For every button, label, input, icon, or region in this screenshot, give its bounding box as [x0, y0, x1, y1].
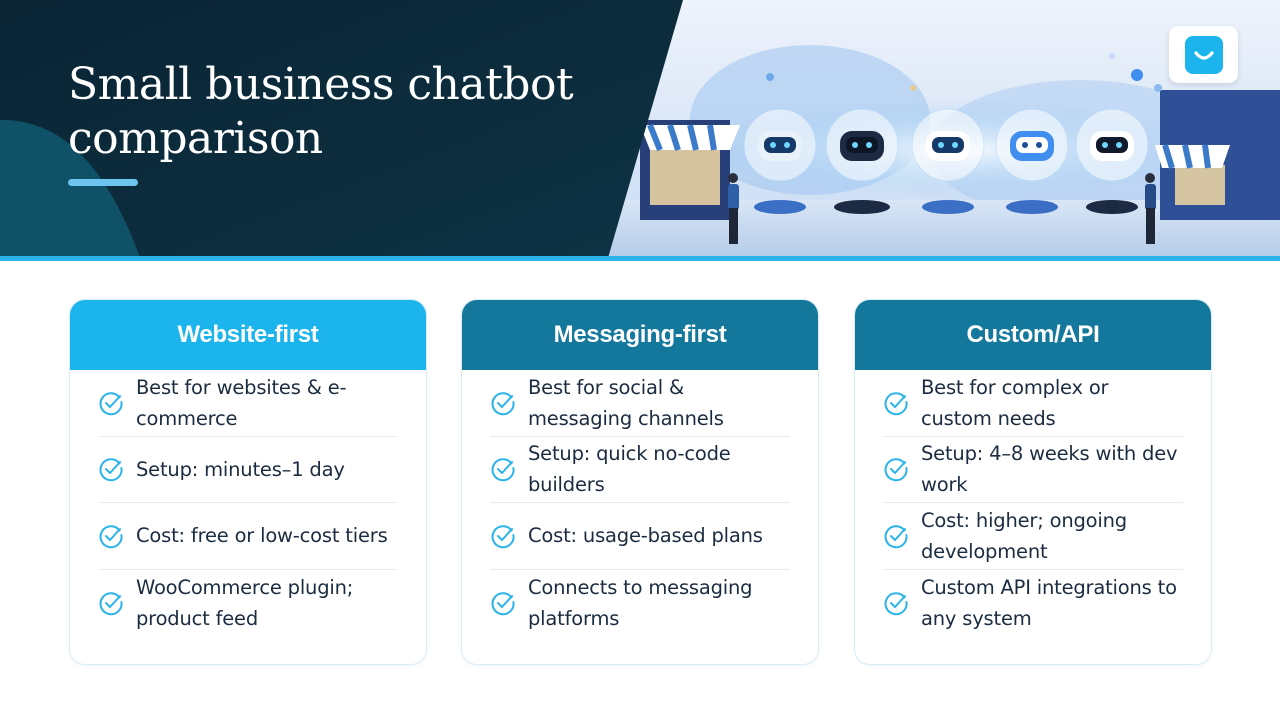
- card-list: Best for websites & e-commerce Setup: mi…: [70, 370, 426, 636]
- item-text: Best for social & messaging channels: [528, 375, 724, 430]
- list-item: Cost: free or low-cost tiers: [98, 503, 398, 570]
- list-item: Custom API integrations to any system: [883, 570, 1183, 637]
- list-item: Setup: minutes–1 day: [98, 437, 398, 503]
- page-title: Small business chatbot comparison: [68, 59, 574, 164]
- card-messaging-first: Messaging-first Best for social & messag…: [461, 299, 819, 665]
- item-text: Setup: 4–8 weeks with dev work: [921, 442, 1178, 497]
- title-panel: [0, 0, 683, 258]
- list-item: Cost: usage-based plans: [490, 503, 790, 570]
- item-text: Cost: free or low-cost tiers: [136, 524, 388, 548]
- list-item: Cost: higher; ongoing development: [883, 503, 1183, 570]
- list-item: Best for websites & e-commerce: [98, 370, 398, 437]
- item-text: Best for complex or custom needs: [921, 375, 1109, 430]
- list-item: Setup: 4–8 weeks with dev work: [883, 437, 1183, 503]
- card-title: Website-first: [70, 300, 426, 370]
- check-circle-icon: [99, 458, 123, 482]
- card-custom-api: Custom/API Best for complex or custom ne…: [854, 299, 1212, 665]
- card-website-first: Website-first Best for websites & e-comm…: [69, 299, 427, 665]
- title-underline: [68, 179, 138, 186]
- smile-icon: [1184, 35, 1223, 74]
- item-text: Connects to messaging platforms: [528, 575, 753, 630]
- list-item: WooCommerce plugin; product feed: [98, 570, 398, 637]
- header-banner: Small business chatbot comparison: [0, 0, 1280, 258]
- check-circle-icon: [884, 525, 908, 548]
- robot-row: [743, 108, 1149, 214]
- check-circle-icon: [99, 392, 123, 415]
- card-list: Best for social & messaging channels Set…: [462, 370, 818, 636]
- check-circle-icon: [491, 592, 515, 615]
- card-title: Custom/API: [855, 300, 1211, 370]
- list-item: Best for complex or custom needs: [883, 370, 1183, 437]
- item-text: Cost: higher; ongoing development: [921, 508, 1127, 563]
- check-circle-icon: [491, 458, 515, 482]
- header-divider: [0, 256, 1280, 261]
- person-figures: [728, 173, 1156, 244]
- item-text: Best for websites & e-commerce: [136, 375, 347, 430]
- brand-logo: [1169, 26, 1238, 83]
- item-text: WooCommerce plugin; product feed: [136, 575, 354, 630]
- check-circle-icon: [99, 592, 123, 615]
- list-item: Connects to messaging platforms: [490, 570, 790, 637]
- card-list: Best for complex or custom needs Setup: …: [855, 370, 1211, 636]
- item-text: Setup: minutes–1 day: [136, 457, 345, 481]
- list-item: Setup: quick no-code builders: [490, 437, 790, 503]
- left-shop: [640, 120, 740, 220]
- check-circle-icon: [884, 392, 908, 415]
- item-text: Setup: quick no-code builders: [528, 442, 731, 497]
- check-circle-icon: [491, 525, 515, 548]
- card-title: Messaging-first: [462, 300, 818, 370]
- item-text: Cost: usage-based plans: [528, 524, 763, 548]
- check-circle-icon: [99, 525, 123, 548]
- item-text: Custom API integrations to any system: [921, 575, 1177, 630]
- check-circle-icon: [491, 392, 515, 415]
- right-shop: [1155, 90, 1280, 220]
- check-circle-icon: [884, 592, 908, 615]
- check-circle-icon: [884, 458, 908, 482]
- list-item: Best for social & messaging channels: [490, 370, 790, 437]
